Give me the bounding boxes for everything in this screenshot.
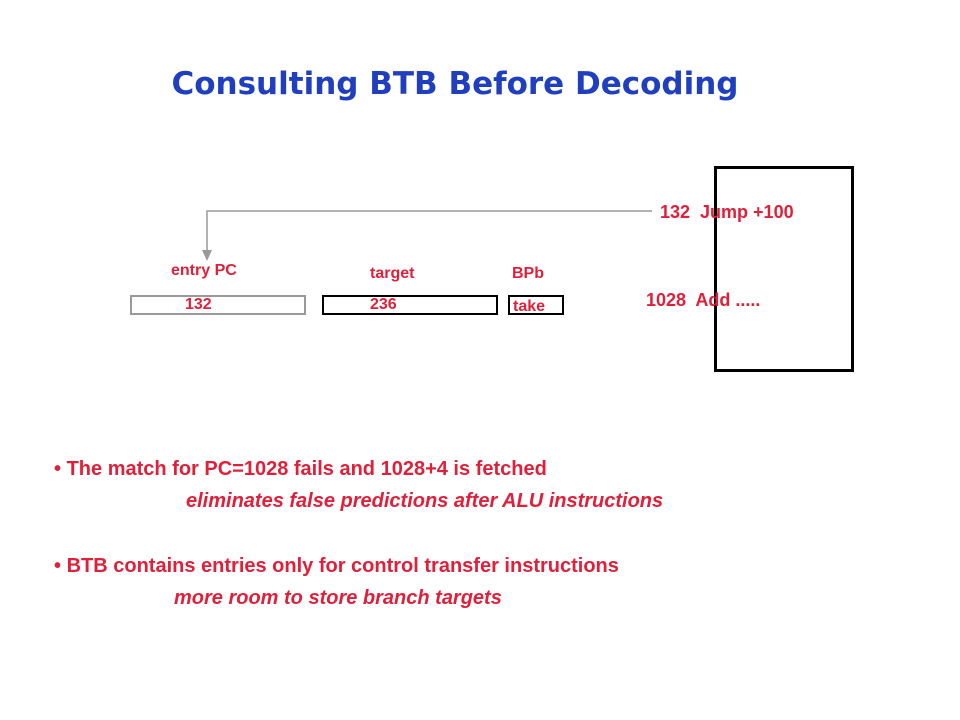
- bullet-1-sub: eliminates false predictions after ALU i…: [160, 490, 663, 513]
- bullet-marker: •: [54, 555, 62, 577]
- memory-line-add: 1028 Add .....: [646, 290, 761, 310]
- entry-pc-value: 132: [185, 296, 212, 313]
- bullet-sub-text: eliminates false predictions after ALU i…: [186, 490, 664, 512]
- target-value: 236: [370, 296, 397, 313]
- bpb-field: [508, 295, 564, 315]
- target-field: [322, 295, 498, 315]
- bullet-text: BTB contains entries only for control tr…: [66, 555, 619, 577]
- slide-title: Consulting BTB Before Decoding: [171, 66, 739, 102]
- entry-pc-field: [130, 295, 306, 315]
- memory-line-jump: 132 Jump +100: [660, 202, 794, 222]
- instruction-memory: [714, 166, 854, 372]
- bullet-sub-text: more room to store branch targets: [174, 587, 502, 609]
- bullet-2-sub: more room to store branch targets: [148, 587, 502, 610]
- bullet-1: • The match for PC=1028 fails and 1028+4…: [54, 458, 547, 481]
- entry-pc-label: entry PC: [171, 262, 237, 279]
- bullet-text: The match for PC=1028 fails and 1028+4 i…: [66, 458, 547, 480]
- bullet-2: • BTB contains entries only for control …: [54, 555, 619, 578]
- bpb-label: BPb: [512, 265, 544, 282]
- bpb-value: take: [513, 298, 546, 315]
- bullet-marker: •: [54, 458, 62, 480]
- target-label: target: [370, 265, 415, 282]
